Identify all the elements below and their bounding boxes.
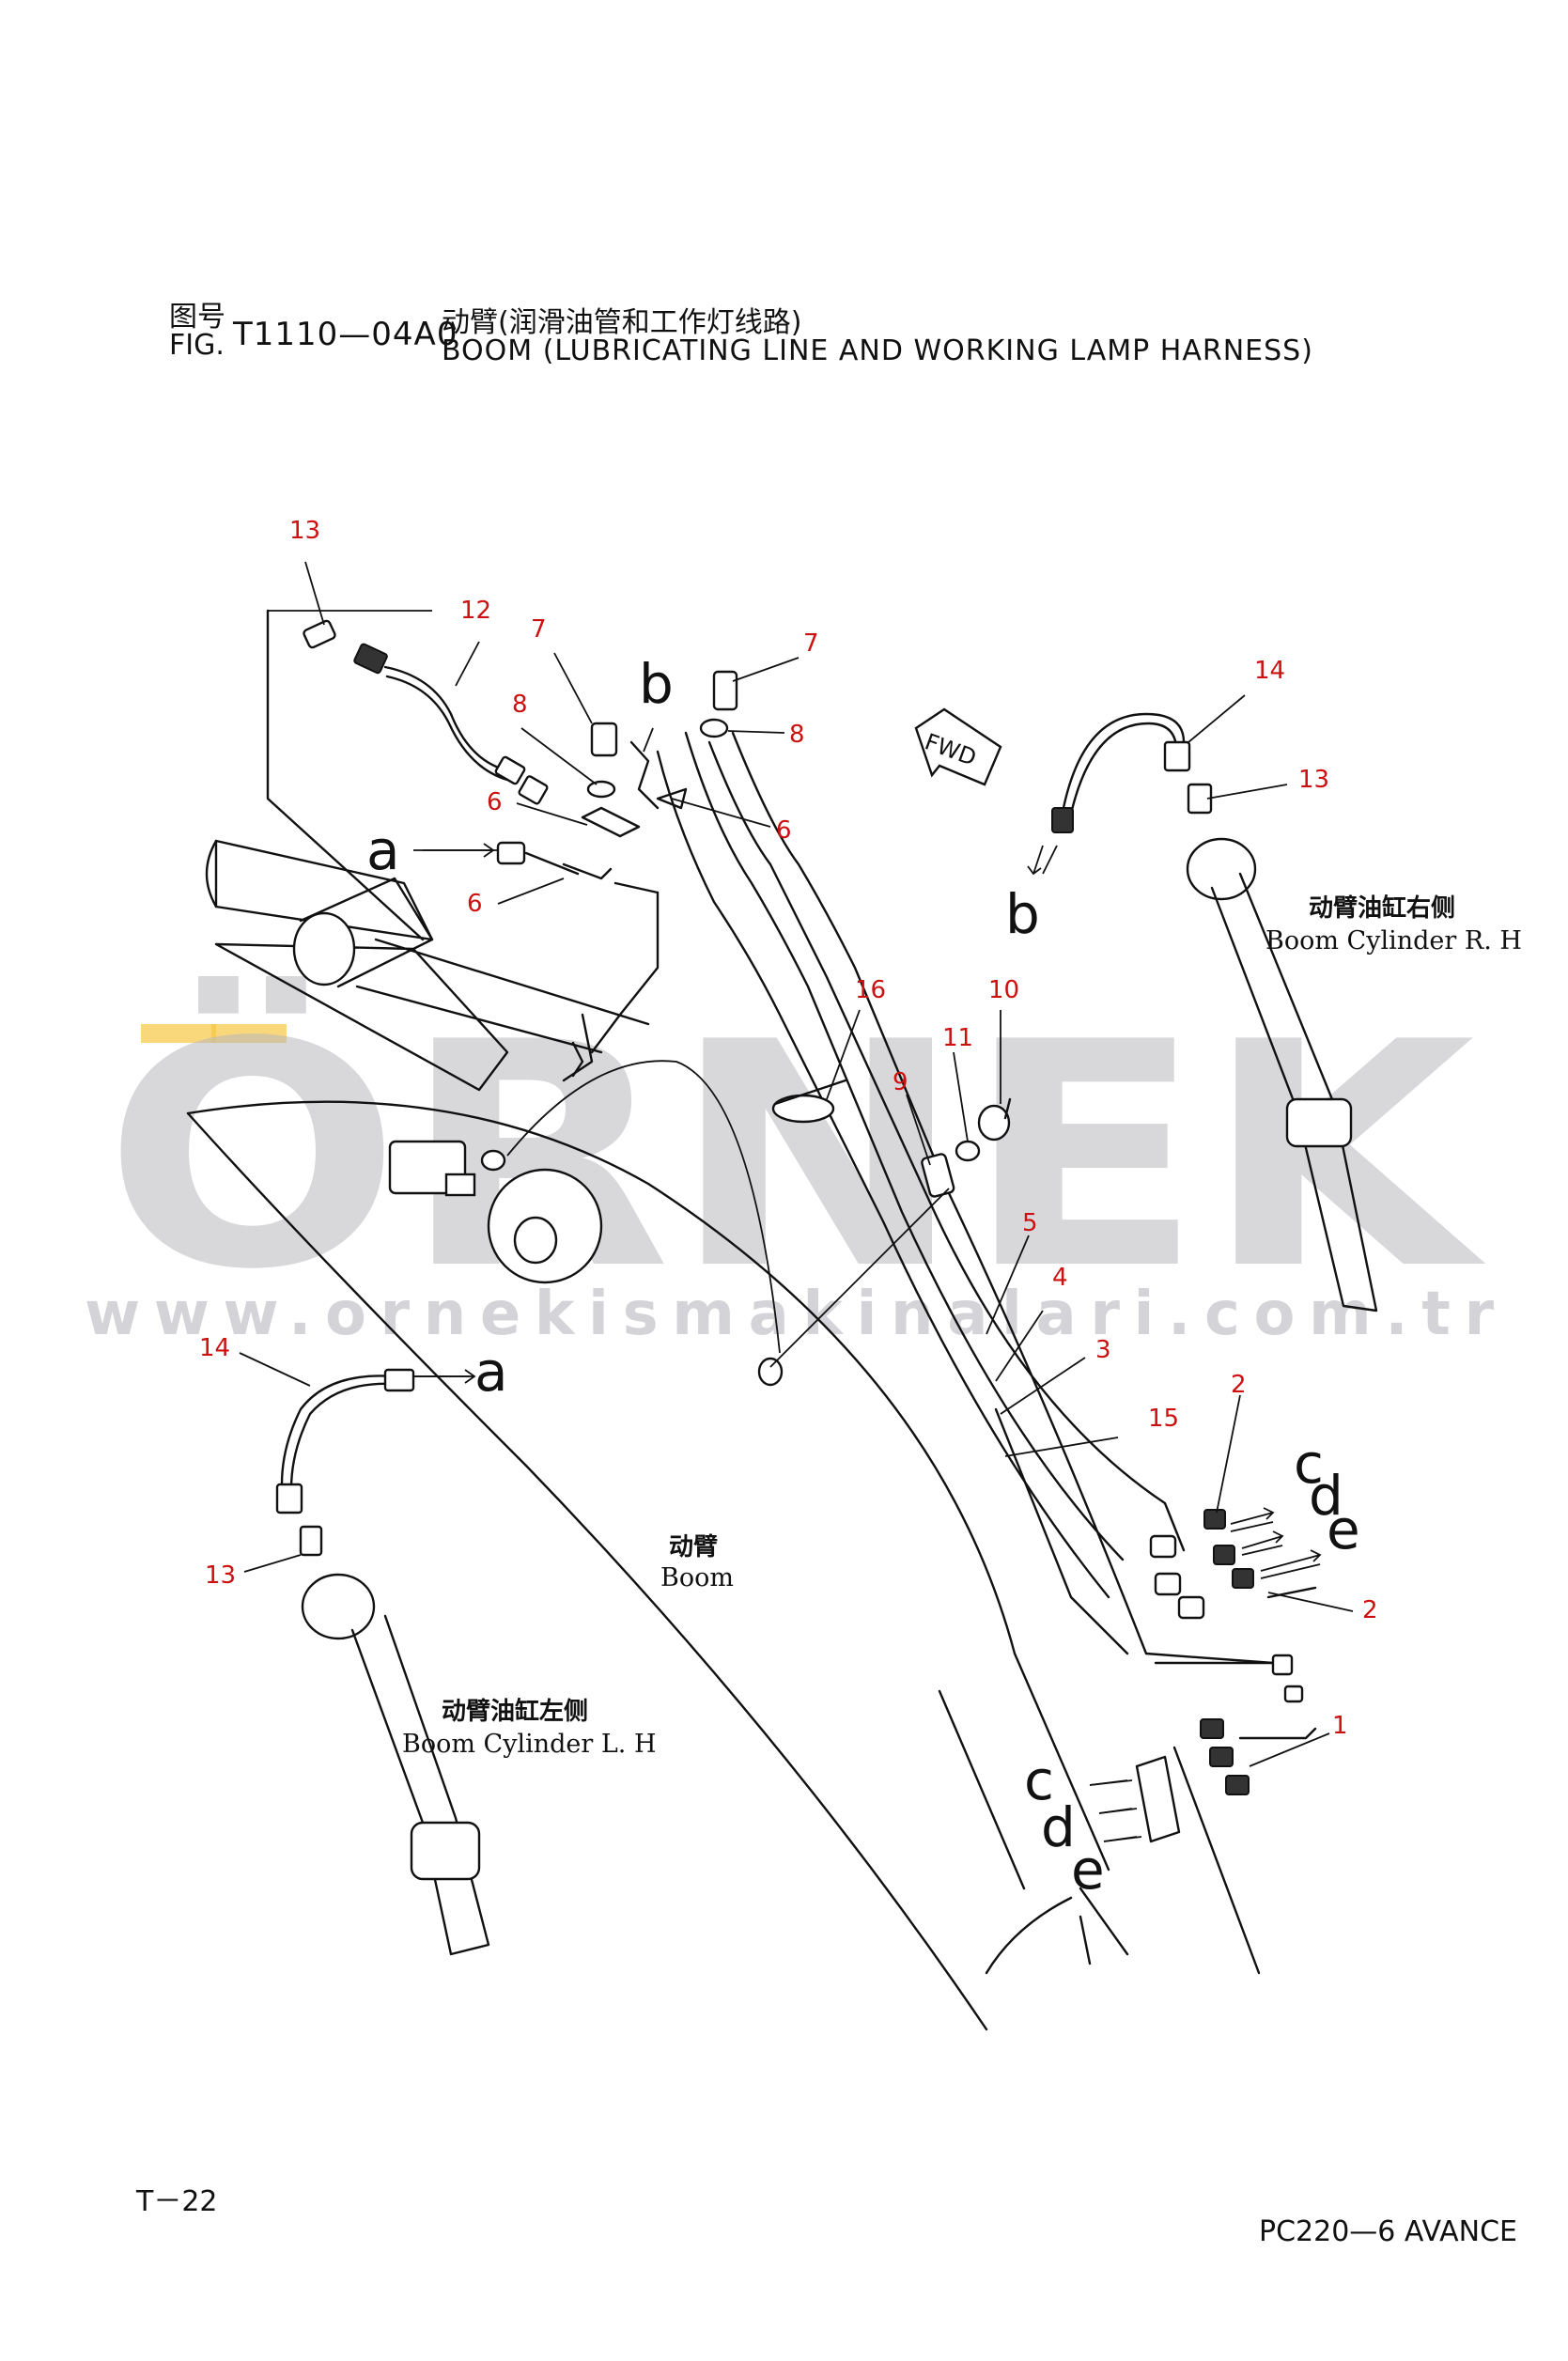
- connection-arrows: [413, 843, 1322, 1842]
- boom-label-en: Boom: [660, 1563, 734, 1592]
- callout-14-right: 14: [1254, 657, 1285, 685]
- grease-fittings-2: [1149, 1509, 1317, 1620]
- boom-cylinder-rh-label-cn: 动臂油缸右侧: [1309, 893, 1455, 923]
- grease-fittings-1: [1135, 1654, 1317, 1843]
- callout-8-right: 8: [789, 721, 805, 749]
- callout-2-upper: 2: [1231, 1371, 1247, 1399]
- figure-title-en: BOOM (LUBRICATING LINE AND WORKING LAMP …: [442, 334, 1313, 367]
- callout-14-left: 14: [199, 1334, 230, 1362]
- clamp-16: [771, 1079, 847, 1124]
- watermark-accent-left: [141, 1024, 216, 1043]
- callout-9: 9: [893, 1068, 908, 1096]
- letter-e-lower: e: [1071, 1838, 1105, 1902]
- boom-label-cn: 动臂: [669, 1533, 718, 1561]
- washer-8-right: [699, 718, 729, 738]
- callout-13-left: 13: [205, 1561, 236, 1590]
- letter-c-upper: c: [1294, 1432, 1324, 1496]
- letter-b-top: b: [639, 652, 674, 716]
- callout-13-right: 13: [1298, 766, 1329, 794]
- clamps-and-bolts: [496, 670, 738, 1082]
- connection-letters: b a b a c d e c d e: [366, 652, 1360, 1902]
- boom-cylinder-rh-label-en: Boom Cylinder R. H: [1265, 926, 1522, 955]
- letter-a-left: a: [474, 1340, 508, 1404]
- callout-10: 10: [988, 976, 1019, 1004]
- hose-assembly-12: [303, 619, 549, 805]
- boom-foot-assembly: [205, 609, 660, 1092]
- watermark-accent-right: [211, 1024, 287, 1043]
- boom-cylinder-rh: [1051, 712, 1378, 1313]
- callout-7-right: 7: [803, 629, 819, 658]
- callout-7-left: 7: [531, 615, 547, 644]
- boom-body: [186, 1100, 1261, 2031]
- washer-8-left: [586, 780, 616, 799]
- callout-numbers: 13 12 7 8 6 7 8 6 6 14 13 16 10 11 9 5 4…: [199, 517, 1378, 1740]
- callout-1: 1: [1332, 1712, 1348, 1740]
- leader-lines: [239, 561, 1354, 1842]
- component-labels: 动臂油缸右侧 Boom Cylinder R. H 动臂油缸左侧 Boom Cy…: [402, 893, 1522, 1759]
- callout-12: 12: [460, 597, 491, 625]
- callout-6-right: 6: [776, 816, 792, 845]
- callout-16: 16: [855, 976, 886, 1004]
- bolt-7-right: [712, 670, 738, 711]
- bolt-7-left: [590, 722, 618, 757]
- forward-direction-arrow: FWD: [914, 707, 1002, 786]
- figure-code: T1110—04A0: [233, 316, 458, 353]
- letter-c-lower: c: [1024, 1748, 1054, 1812]
- callout-4: 4: [1052, 1264, 1068, 1292]
- letter-b-right: b: [1005, 882, 1040, 946]
- callout-6-lower: 6: [467, 890, 483, 918]
- callout-11: 11: [942, 1024, 973, 1052]
- letter-e-upper: e: [1327, 1498, 1360, 1561]
- letter-d-lower: d: [1041, 1795, 1076, 1859]
- working-lamp-harness: [388, 1041, 784, 1387]
- callout-5: 5: [1022, 1209, 1038, 1237]
- figure-label-cn: 图号: [169, 301, 225, 334]
- fitting-a-upper: [496, 841, 526, 865]
- callout-15: 15: [1148, 1405, 1179, 1433]
- letter-a-top: a: [366, 818, 400, 882]
- lubrication-lines: [656, 731, 1289, 1674]
- watermark-brand: ÖRNEK: [103, 973, 1488, 1337]
- callout-6-left: 6: [487, 788, 503, 816]
- figure-title-cn: 动臂(润滑油管和工作灯线路): [442, 306, 802, 339]
- model-name: PC220—6 AVANCE: [1259, 2215, 1517, 2248]
- callout-13-top: 13: [289, 517, 320, 545]
- boom-cylinder-lh: [275, 1368, 490, 1956]
- callout-8-left: 8: [512, 691, 528, 719]
- callout-3: 3: [1095, 1336, 1111, 1364]
- figure-label: FIG.: [169, 329, 225, 362]
- letter-d-upper: d: [1309, 1464, 1343, 1528]
- page-number: T－22: [136, 2185, 218, 2218]
- callout-2-lower: 2: [1362, 1596, 1378, 1624]
- boom-cylinder-lh-label-cn: 动臂油缸左侧: [442, 1697, 588, 1726]
- boom-cylinder-lh-label-en: Boom Cylinder L. H: [402, 1730, 657, 1759]
